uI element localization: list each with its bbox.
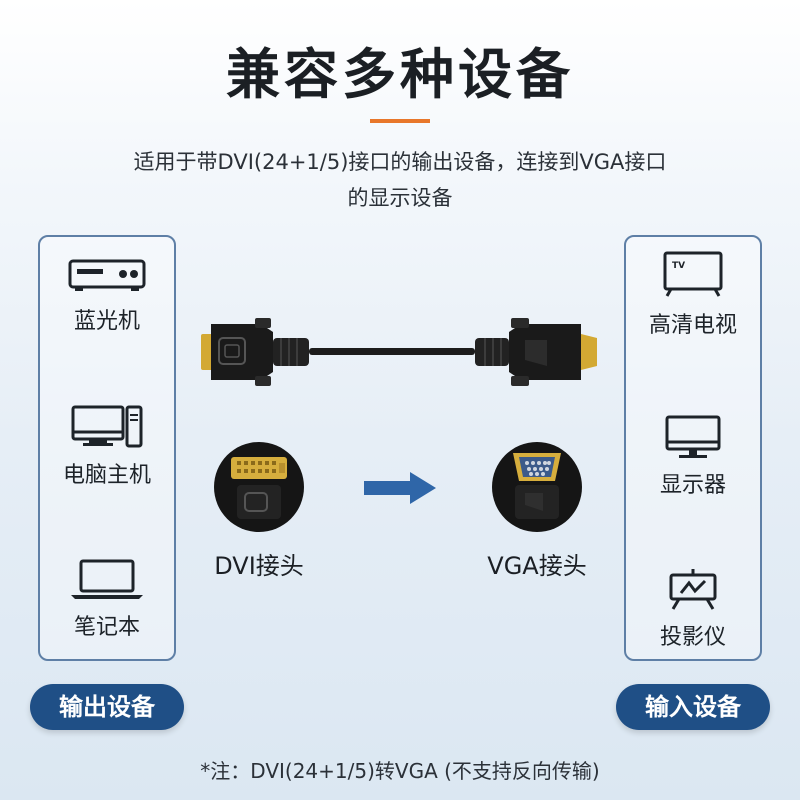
vga-connector-label: VGA接头 bbox=[487, 552, 587, 580]
subtitle-line-1: 适用于带DVI(24+1/5)接口的输出设备，连接到VGA接口 bbox=[133, 150, 667, 174]
device-desktop: 电脑主机 bbox=[40, 403, 174, 489]
device-tv: TV 高清电视 bbox=[626, 249, 760, 339]
laptop-icon bbox=[71, 559, 143, 599]
right-arrow-icon bbox=[364, 472, 436, 504]
dvi-connector-closeup bbox=[214, 442, 304, 532]
dvi-connector-label: DVI接头 bbox=[214, 552, 304, 580]
device-label: 显示器 bbox=[659, 473, 726, 498]
projector-icon bbox=[669, 569, 717, 610]
vga-connector-closeup bbox=[492, 442, 582, 532]
device-bluray: 蓝光机 bbox=[40, 255, 174, 335]
tv-icon-text: TV bbox=[672, 261, 685, 271]
bluray-player-icon bbox=[68, 259, 146, 291]
device-projector: 投影仪 bbox=[626, 567, 760, 651]
dvi-vga-cable-illustration bbox=[201, 318, 597, 386]
cable-wire bbox=[309, 348, 475, 355]
dvi-connector-body bbox=[211, 324, 273, 380]
device-label: 高清电视 bbox=[648, 313, 737, 338]
device-laptop: 笔记本 bbox=[40, 557, 174, 641]
page-title: 兼容多种设备 bbox=[226, 43, 574, 106]
output-devices-tag: 输出设备 bbox=[30, 684, 184, 730]
device-label: 电脑主机 bbox=[62, 463, 151, 488]
desktop-computer-icon bbox=[71, 405, 143, 448]
monitor-icon bbox=[665, 415, 721, 458]
device-label: 蓝光机 bbox=[73, 309, 140, 334]
title-accent-rule bbox=[370, 119, 430, 123]
device-label: 笔记本 bbox=[73, 615, 140, 640]
dvi-gold-plug bbox=[201, 334, 213, 370]
device-label: 投影仪 bbox=[659, 625, 726, 650]
device-monitor: 显示器 bbox=[626, 413, 760, 499]
input-devices-panel: TV 高清电视 显示器 投影仪 bbox=[624, 235, 762, 661]
vga-gold-plug bbox=[581, 334, 597, 370]
footnote: *注：DVI(24+1/5)转VGA (不支持反向传输) bbox=[200, 759, 600, 783]
subtitle: 适用于带DVI(24+1/5)接口的输出设备，连接到VGA接口 的显示设备 bbox=[60, 144, 740, 216]
tv-icon: TV bbox=[663, 251, 723, 297]
input-devices-tag: 输入设备 bbox=[616, 684, 770, 730]
subtitle-line-2: 的显示设备 bbox=[347, 186, 453, 210]
output-devices-panel: 蓝光机 电脑主机 笔记本 bbox=[38, 235, 176, 661]
